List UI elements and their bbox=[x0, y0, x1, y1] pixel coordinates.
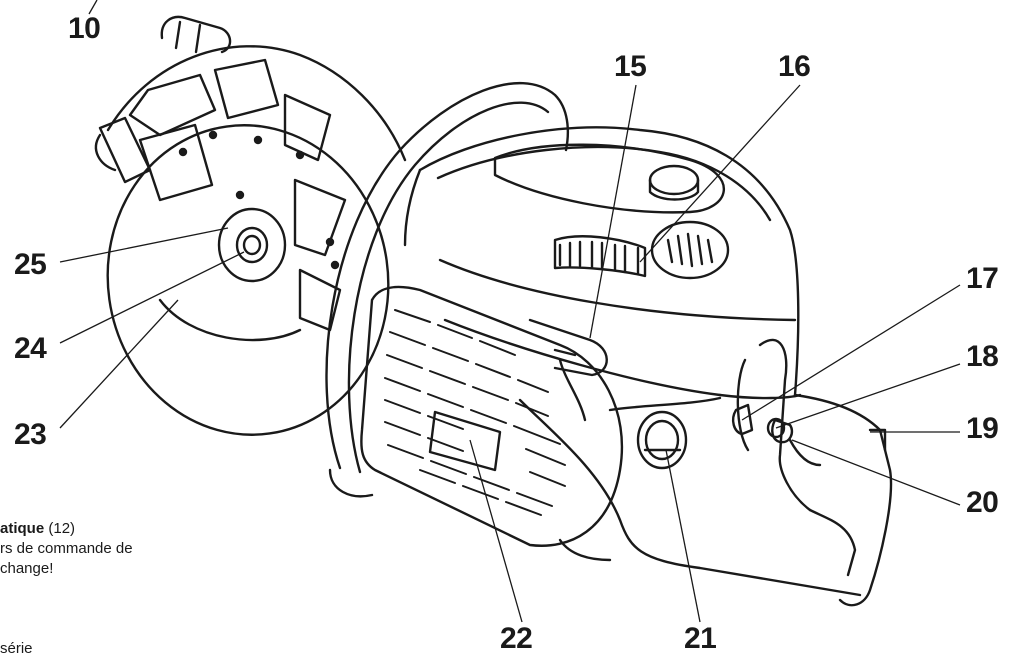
callout-21: 21 bbox=[684, 622, 717, 655]
leader-15 bbox=[589, 84, 637, 339]
engine-body bbox=[403, 126, 862, 597]
callout-25: 25 bbox=[14, 248, 47, 281]
callout-17: 17 bbox=[966, 262, 999, 295]
callout-18: 18 bbox=[966, 340, 999, 373]
starter-cover bbox=[360, 285, 624, 547]
leader-18 bbox=[775, 363, 961, 429]
margin-text-line2: rs de commande de bbox=[0, 540, 133, 557]
front-handle bbox=[325, 81, 569, 498]
margin-text-line1: atique (12) bbox=[0, 520, 76, 537]
leader-lines bbox=[59, 0, 961, 623]
margin-text-line3: change! bbox=[0, 560, 54, 577]
callout-10: 10 bbox=[68, 12, 101, 45]
leader-25 bbox=[59, 227, 229, 263]
callout-16: 16 bbox=[778, 50, 811, 83]
callout-15: 15 bbox=[614, 50, 647, 83]
leader-24 bbox=[59, 251, 245, 344]
leader-17 bbox=[741, 284, 961, 421]
callout-20: 20 bbox=[966, 486, 999, 519]
callout-19: 19 bbox=[966, 412, 999, 445]
leader-21 bbox=[665, 449, 701, 623]
margin-text-line4: série bbox=[0, 640, 33, 657]
callout-22: 22 bbox=[500, 622, 533, 655]
leader-20 bbox=[791, 439, 961, 506]
callout-24: 24 bbox=[14, 332, 47, 365]
leader-23 bbox=[59, 299, 179, 429]
rear-handle bbox=[731, 338, 893, 607]
leader-22 bbox=[469, 439, 523, 623]
callout-23: 23 bbox=[14, 418, 47, 451]
leader-16 bbox=[639, 84, 801, 263]
blade-guard bbox=[94, 15, 407, 436]
leader-10 bbox=[88, 0, 98, 15]
